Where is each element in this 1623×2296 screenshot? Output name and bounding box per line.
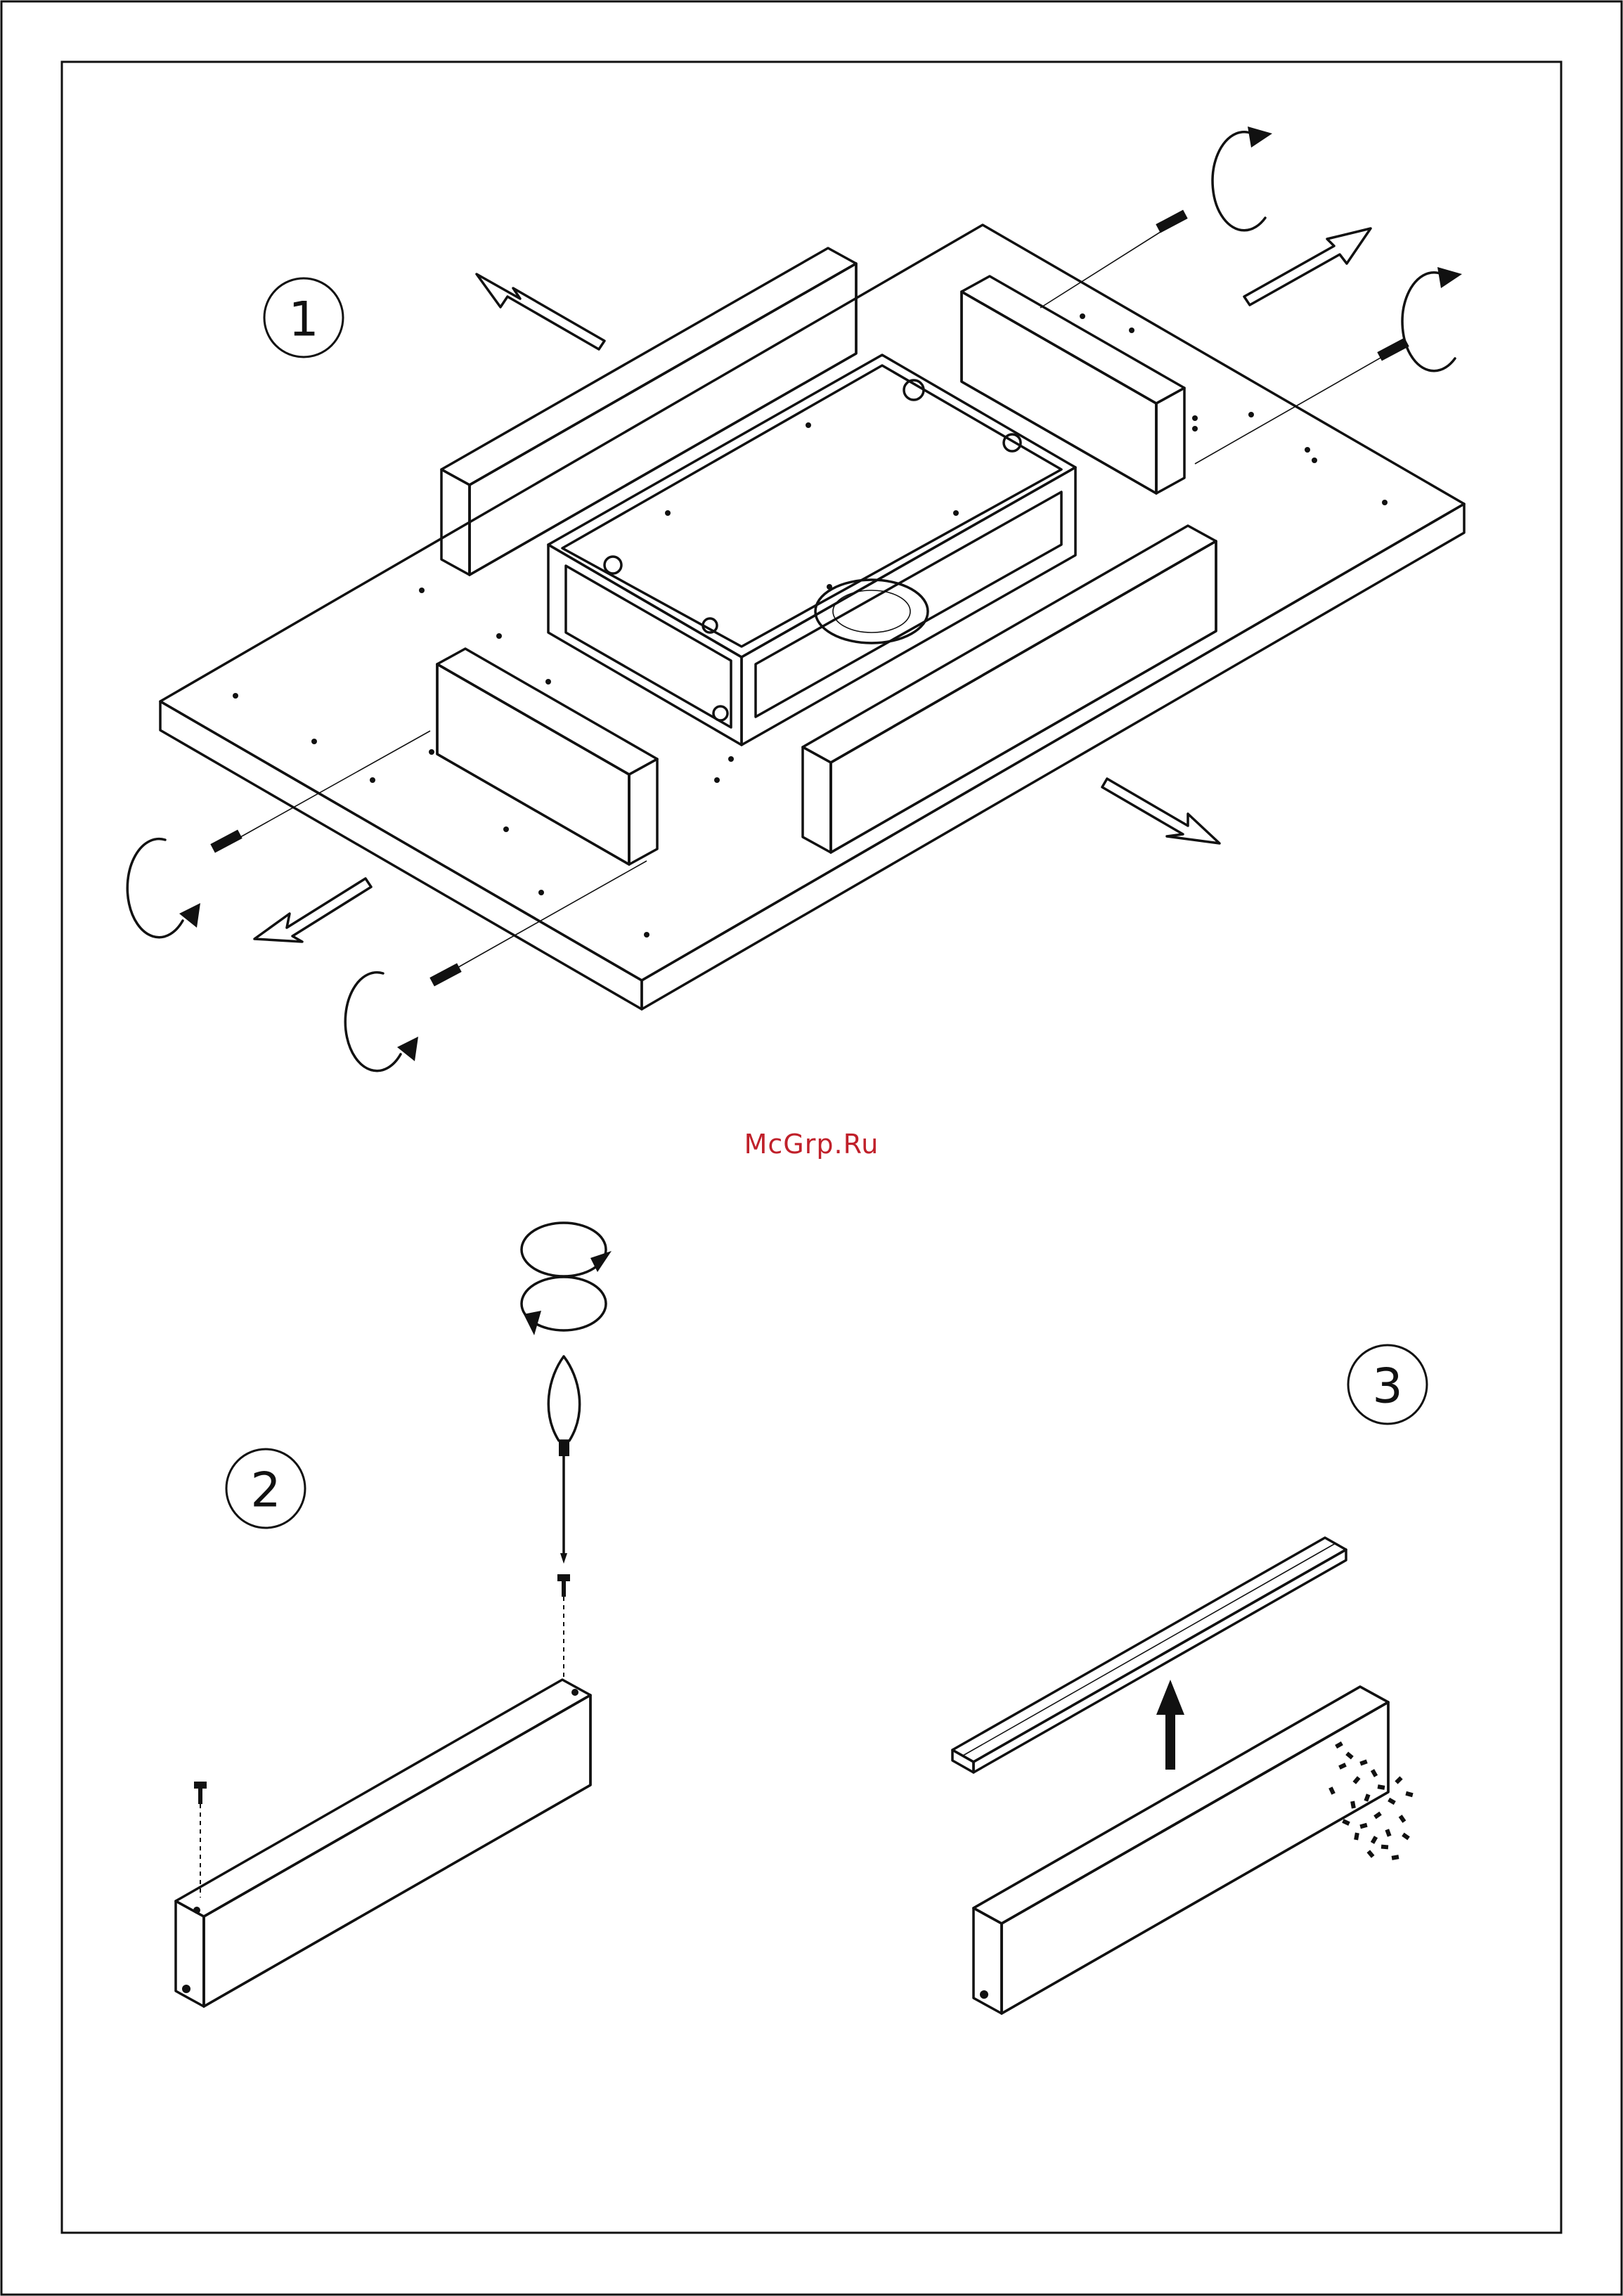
step-number: 1	[288, 292, 318, 348]
screw-icon	[194, 1574, 570, 1898]
rotate-arrow-icon	[522, 1223, 612, 1335]
lift-arrow-icon	[1156, 1680, 1184, 1770]
step-number: 2	[250, 1463, 280, 1519]
step-number-badge: 2	[226, 1449, 305, 1528]
step-number-badge: 1	[264, 278, 343, 357]
screwdriver-icon	[548, 1356, 579, 1564]
filter-lid	[952, 1538, 1346, 1772]
filter-panel	[176, 1680, 590, 2006]
step-number: 3	[1372, 1359, 1402, 1415]
direction-arrow-icon	[254, 228, 1371, 942]
step-1-diagram: 1	[127, 127, 1464, 1071]
step-2-diagram: 2	[176, 1223, 612, 2006]
step-number-badge: 3	[1348, 1345, 1427, 1424]
filter-panel-back-left	[441, 248, 856, 575]
fan-housing	[548, 355, 1075, 745]
filter-panel-back-right	[962, 276, 1184, 493]
watermark: McGrp.Ru	[0, 1129, 1623, 1160]
step-3-diagram: 3	[952, 1345, 1427, 2013]
screw-leaders	[235, 223, 1392, 972]
